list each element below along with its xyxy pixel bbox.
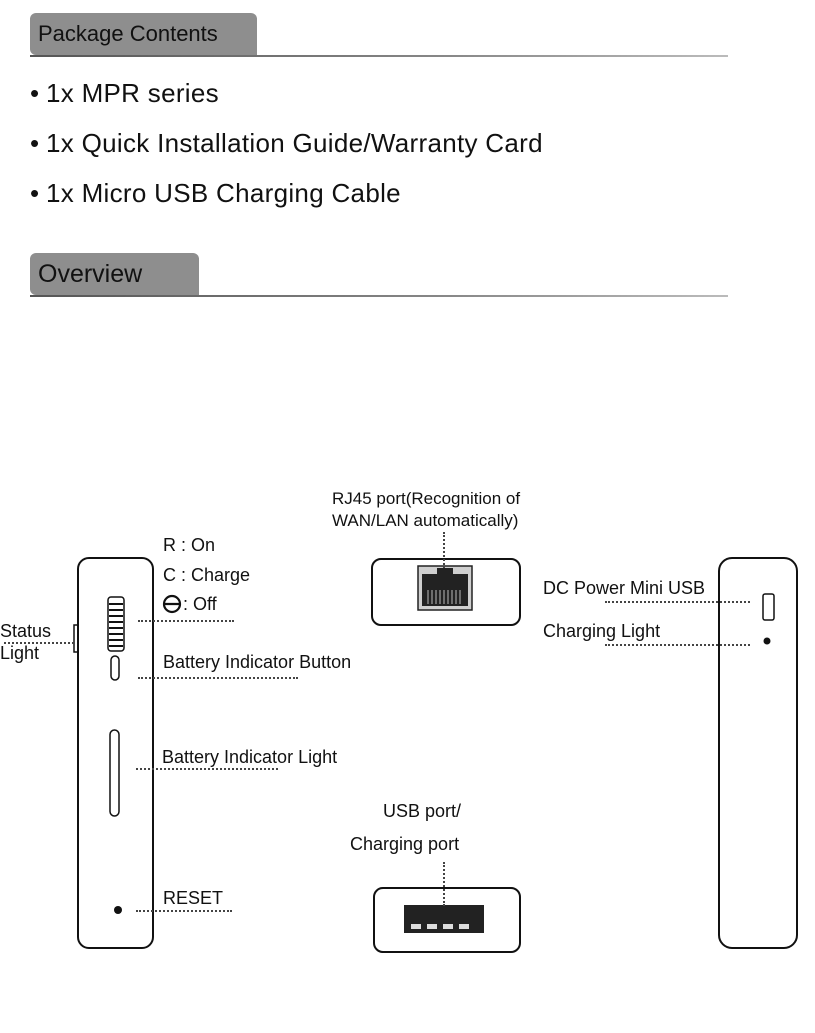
switch-on-label: R : On <box>163 535 216 555</box>
list-item-text: 1x Micro USB Charging Cable <box>46 178 401 208</box>
bullet-dot: • <box>30 178 40 208</box>
device-right-side <box>718 557 798 949</box>
list-item: •1x Micro USB Charging Cable <box>30 178 401 209</box>
status-light-label-line2: Light <box>0 643 40 663</box>
list-item: •1x Quick Installation Guide/Warranty Ca… <box>30 128 543 159</box>
usb-port-icon <box>404 905 484 933</box>
battery-button-icon <box>110 655 120 681</box>
header-rule <box>30 55 728 57</box>
dc-power-label: DC Power Mini USB <box>543 578 706 598</box>
reset-hole-icon <box>114 906 122 914</box>
rj45-label: RJ45 port(Recognition of <box>332 489 521 508</box>
header-rule <box>30 295 728 297</box>
leader-usb <box>443 862 445 906</box>
leader-rj45 <box>443 532 445 568</box>
leader-battery-button <box>138 677 298 679</box>
switch-charge-label: C : Charge <box>163 565 251 585</box>
package-contents-title: Package Contents <box>30 13 257 55</box>
leader-dc-power <box>605 601 750 603</box>
leader-charging-light <box>605 644 750 646</box>
rj45-label-line2: WAN/LAN automatically) <box>332 511 519 530</box>
leader-battery-light <box>136 768 278 770</box>
leader-reset <box>136 910 232 912</box>
status-light-label: Status <box>0 621 52 641</box>
list-item-text: 1x Quick Installation Guide/Warranty Car… <box>46 128 543 158</box>
mini-usb-port-icon <box>762 593 775 621</box>
list-item-text: 1x MPR series <box>46 78 219 108</box>
usb-port-label: USB port/ <box>383 801 462 821</box>
rj45-port-icon <box>417 565 473 611</box>
status-light-icon <box>73 624 79 653</box>
charging-light-label: Charging Light <box>543 621 661 641</box>
bullet-dot: • <box>30 78 40 108</box>
leader-switch <box>138 620 234 622</box>
charging-light-icon <box>763 637 771 645</box>
list-item: •1x MPR series <box>30 78 219 109</box>
battery-light-label: Battery Indicator Light <box>162 747 338 767</box>
reset-label: RESET <box>163 888 224 908</box>
leader-status <box>4 642 74 644</box>
battery-light-icon <box>109 729 120 817</box>
package-contents-header: Package Contents <box>30 13 728 57</box>
overview-title: Overview <box>30 253 199 295</box>
switch-off-label: : Off <box>183 594 217 614</box>
power-switch-icon <box>107 596 125 652</box>
off-symbol-icon <box>162 594 182 614</box>
bullet-dot: • <box>30 128 40 158</box>
battery-button-label: Battery Indicator Button <box>163 652 352 672</box>
usb-port-label-line2: Charging port <box>350 834 460 854</box>
overview-header: Overview <box>30 253 728 297</box>
